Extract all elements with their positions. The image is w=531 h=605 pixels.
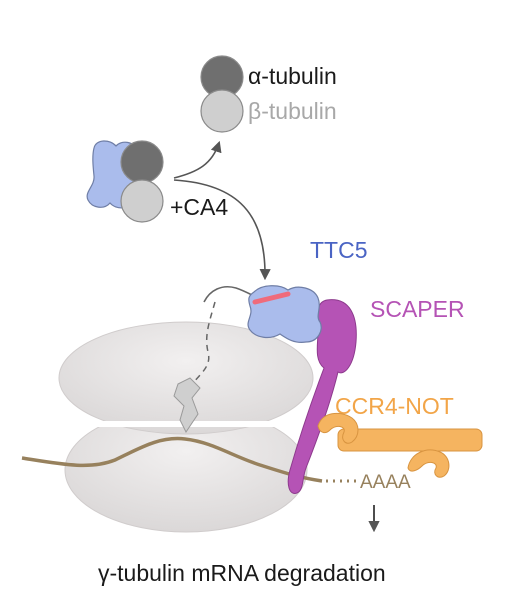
beta-tubulin-subunit [200,89,244,133]
ttc5-tubulin-complex [86,140,164,223]
ccr4-not-complex [317,412,483,478]
mrna-strand [21,436,323,483]
scaper-protein [287,299,357,494]
ribosome [58,321,314,533]
beta-tubulin-label: β-tubulin [248,98,337,124]
polya-tail-label: AAAA [360,472,411,493]
scaper-label: SCAPER [370,296,465,322]
alpha-tubulin-label: α-tubulin [248,63,337,89]
release-arrow [173,140,222,179]
tubulin-binding-motif [252,291,291,305]
ccr4-not-subunit-bottom [407,449,450,478]
outcome-caption: γ-tubulin mRNA degradation [98,560,386,586]
alpha-tubulin-bound [120,140,164,184]
ccr4-not-subunit-top [317,412,359,444]
nascent-chain-fragment [173,377,201,433]
ribosome-large-subunit [58,321,314,435]
ccr4-not-label: CCR4-NOT [335,393,454,419]
drug-label: +CA4 [170,194,228,220]
binding-arrow [173,179,271,281]
released-tubulin-dimer [200,55,244,133]
ccr4-not-scaffold [337,428,483,452]
ttc5-label: TTC5 [310,237,368,263]
nascent-chain-dashed [193,301,216,383]
beta-tubulin-bound [120,179,164,223]
